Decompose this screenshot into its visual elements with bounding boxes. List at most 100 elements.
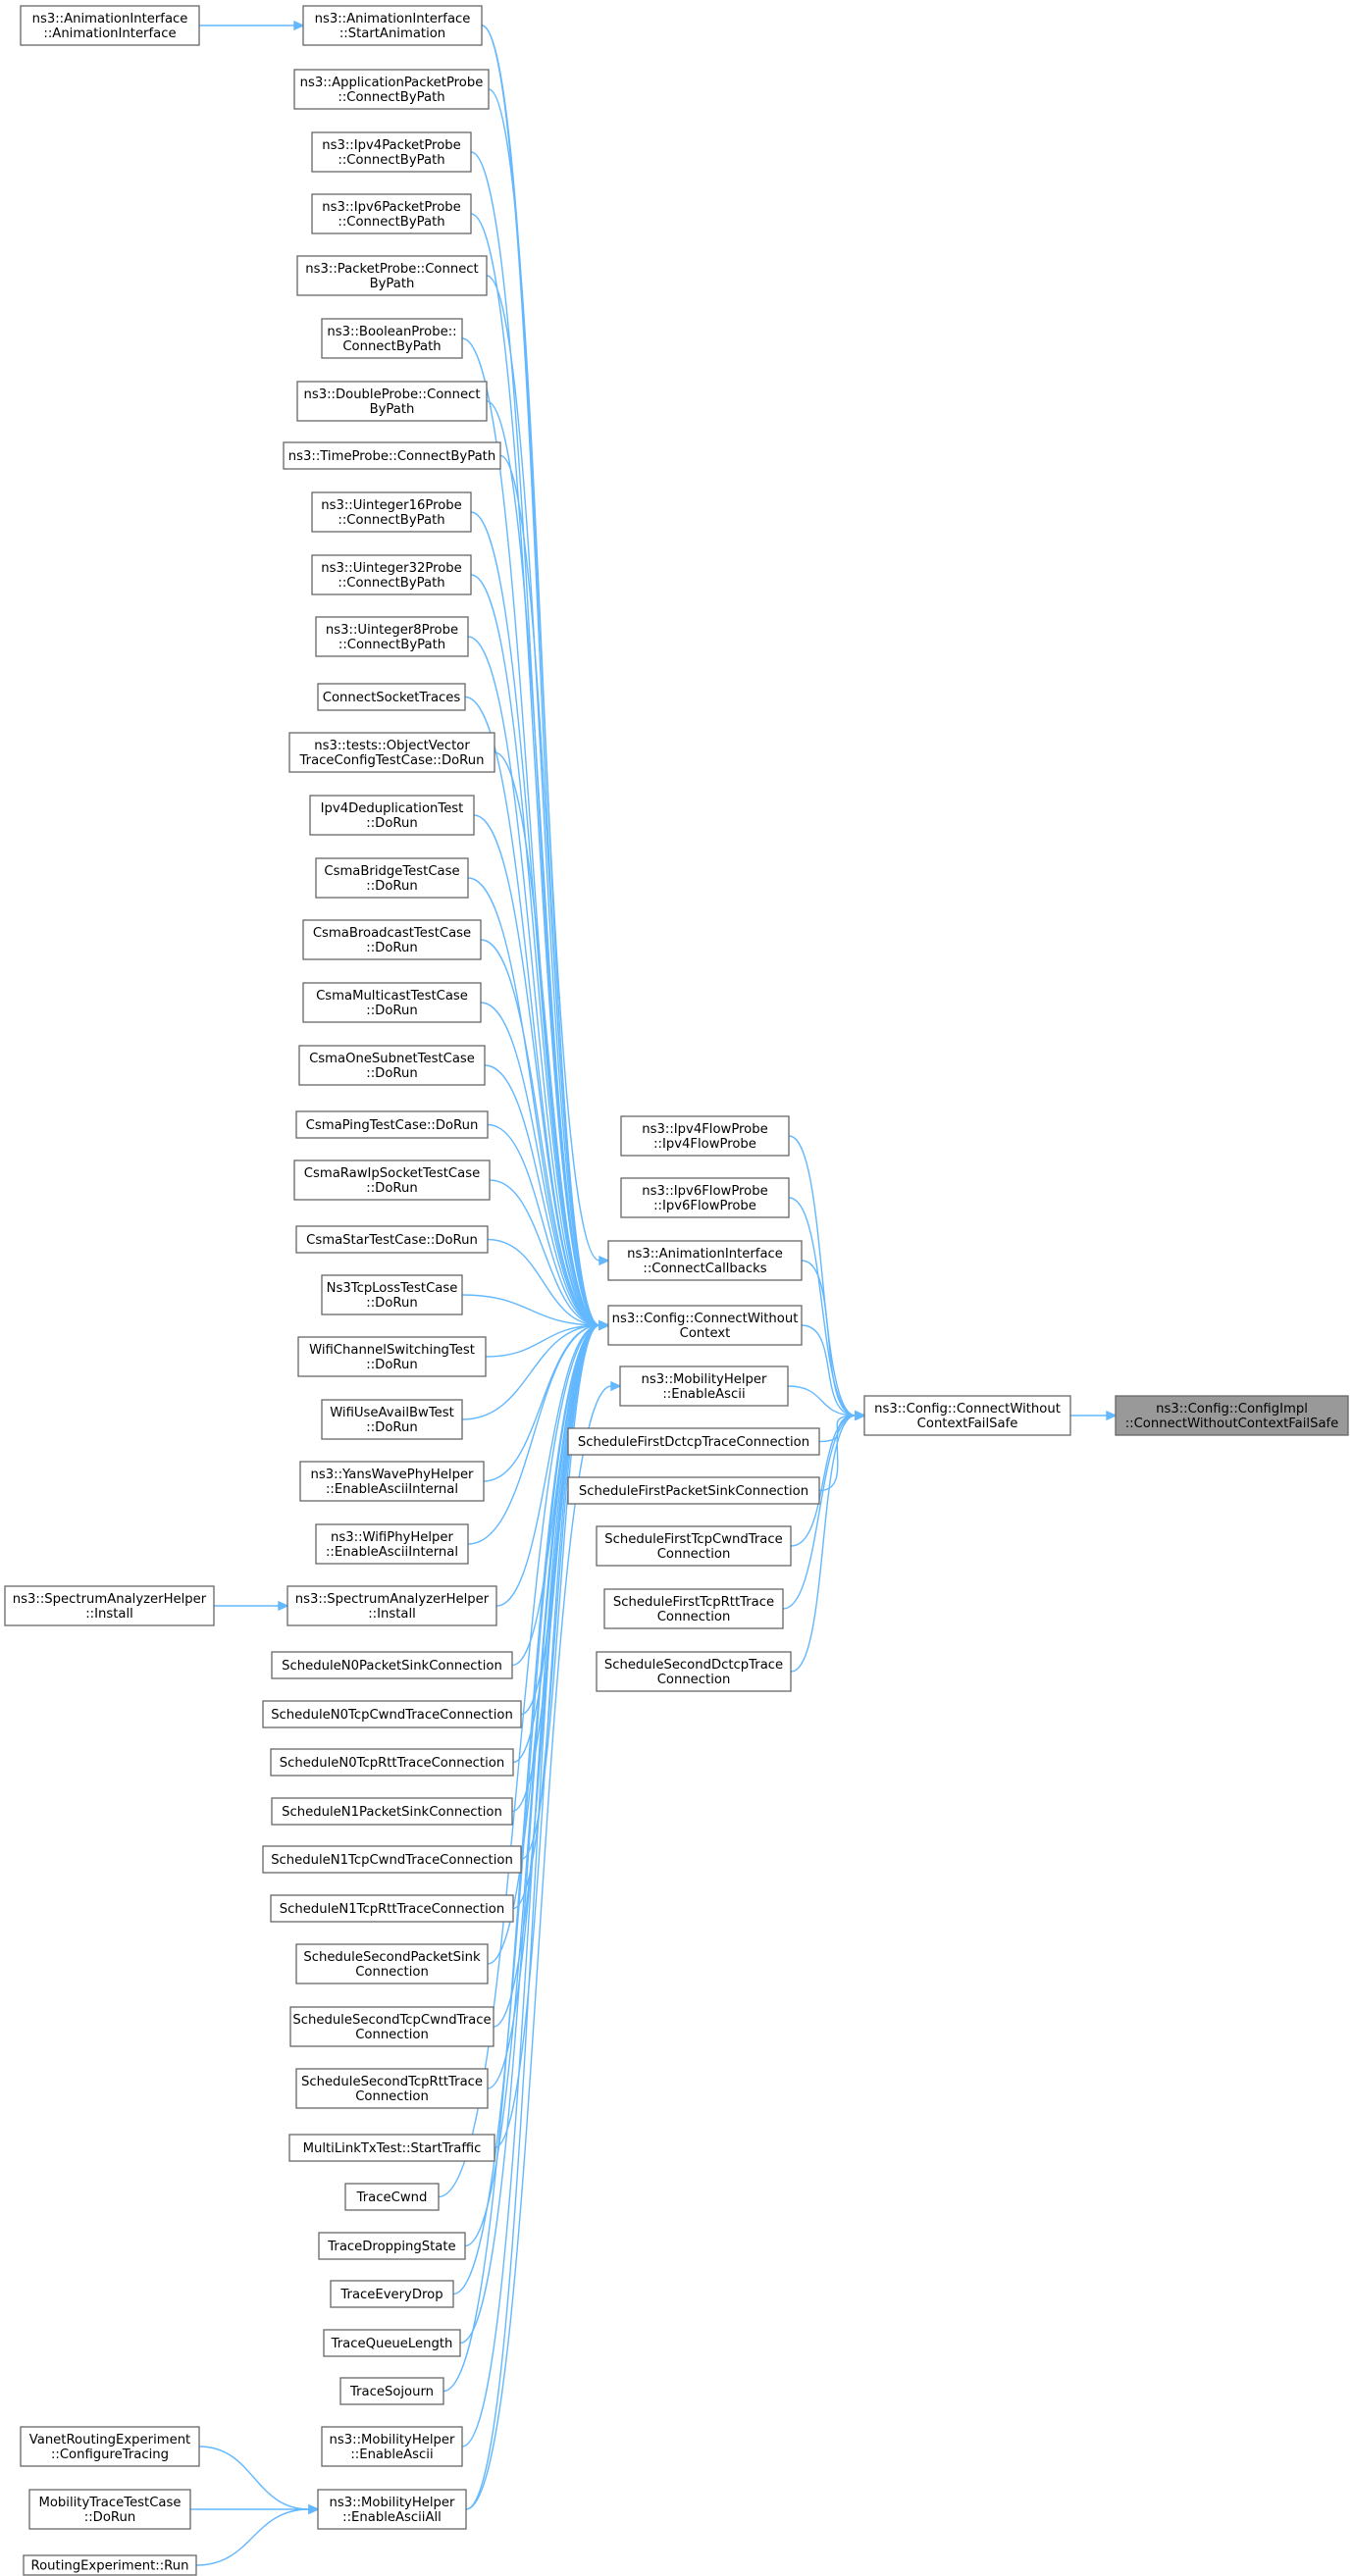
node-wifichan[interactable]: WifiChannelSwitchingTest::DoRun xyxy=(297,1336,487,1377)
node-box xyxy=(321,1274,463,1315)
node-box xyxy=(271,1651,513,1679)
node-label-line: ns3::PacketProbe::Connect xyxy=(305,262,478,277)
node-label-line: ns3::Uinteger32Probe xyxy=(321,561,462,576)
node-label-line: MultiLinkTxTest::StartTraffic xyxy=(303,2141,482,2156)
node-ipv4pp[interactable]: ns3::Ipv4PacketProbe::ConnectByPath xyxy=(311,131,472,173)
node-tracesoj[interactable]: TraceSojourn xyxy=(339,2377,444,2405)
node-sfdctcp[interactable]: ScheduleFirstDctcpTraceConnection xyxy=(567,1427,820,1456)
node-objvec[interactable]: ns3::tests::ObjectVectorTraceConfigTestC… xyxy=(288,732,495,773)
node-box xyxy=(293,69,490,110)
edge-arrowhead xyxy=(855,1410,866,1421)
node-boolprobe[interactable]: ns3::BooleanProbe::ConnectByPath xyxy=(321,318,463,359)
node-box xyxy=(283,441,501,470)
node-u16probe[interactable]: ns3::Uinteger16Probe::ConnectByPath xyxy=(311,491,472,533)
node-ipv4flow[interactable]: ns3::Ipv4FlowProbe::Ipv4FlowProbe xyxy=(620,1115,790,1157)
node-label-line: ScheduleFirstPacketSinkConnection xyxy=(579,1484,808,1499)
node-csmaraw[interactable]: CsmaRawIpSocketTestCase::DoRun xyxy=(293,1159,491,1201)
node-mob-eaall[interactable]: ns3::MobilityHelper::EnableAsciiAll xyxy=(317,2489,467,2530)
node-label-line: ::ConnectByPath xyxy=(338,215,444,230)
node-u8probe[interactable]: ns3::Uinteger8Probe::ConnectByPath xyxy=(315,616,469,657)
node-n0rtt[interactable]: ScheduleN0TcpRttTraceConnection xyxy=(270,1748,514,1777)
node-label-line: CsmaOneSubnetTestCase xyxy=(309,1052,475,1066)
node-box xyxy=(323,2329,461,2357)
edge-line xyxy=(480,939,600,1326)
node-label-line: TraceCwnd xyxy=(356,2190,428,2205)
node-box xyxy=(311,554,472,595)
node-sfpsink[interactable]: ScheduleFirstPacketSinkConnection xyxy=(567,1476,820,1505)
node-csmabridge[interactable]: CsmaBridgeTestCase::DoRun xyxy=(315,857,469,899)
node-box xyxy=(607,1240,803,1281)
node-csmamcast[interactable]: CsmaMulticastTestCase::DoRun xyxy=(302,982,482,1023)
node-anim-sa[interactable]: ns3::AnimationInterface::StartAnimation xyxy=(302,5,483,46)
edge-n_anim_ai-to-n_anim_sa xyxy=(198,20,305,31)
node-label-line: ScheduleSecondPacketSink xyxy=(303,1950,481,1965)
node-anim-ai[interactable]: ns3::AnimationInterface::AnimationInterf… xyxy=(20,5,200,46)
node-u32probe[interactable]: ns3::Uinteger32Probe::ConnectByPath xyxy=(311,554,472,595)
node-timeprobe[interactable]: ns3::TimeProbe::ConnectByPath xyxy=(283,441,501,470)
edge-arrowhead xyxy=(1106,1410,1118,1421)
node-label-line: Connection xyxy=(355,2089,429,2104)
node-csmaping[interactable]: CsmaPingTestCase::DoRun xyxy=(295,1110,489,1139)
node-traceevery[interactable]: TraceEveryDrop xyxy=(330,2280,454,2308)
node-box xyxy=(295,1225,489,1254)
node-label-line: TraceEveryDrop xyxy=(339,2288,442,2302)
node-ipv6flow[interactable]: ns3::Ipv6FlowProbe::Ipv6FlowProbe xyxy=(620,1177,790,1218)
node-box xyxy=(302,5,483,46)
node-cwc[interactable]: ns3::Config::ConnectWithoutContext xyxy=(607,1305,803,1346)
node-label-line: ns3::Config::ConfigImpl xyxy=(1156,1402,1308,1417)
node-spec-left[interactable]: ns3::SpectrumAnalyzerHelper::Install xyxy=(4,1585,215,1626)
node-tracecwnd[interactable]: TraceCwnd xyxy=(344,2183,440,2211)
node-wifiavail[interactable]: WifiUseAvailBwTest::DoRun xyxy=(321,1399,463,1440)
node-target[interactable]: ns3::Config::ConfigImpl::ConnectWithoutC… xyxy=(1115,1395,1349,1436)
node-n1rtt[interactable]: ScheduleN1TcpRttTraceConnection xyxy=(270,1894,514,1923)
node-label-line: CsmaStarTestCase::DoRun xyxy=(306,1233,478,1248)
node-ipv4dedup[interactable]: Ipv4DeduplicationTest::DoRun xyxy=(309,795,475,836)
node-yanswave[interactable]: ns3::YansWavePhyHelper::EnableAsciiInter… xyxy=(299,1461,485,1502)
node-traceqlen[interactable]: TraceQueueLength xyxy=(323,2329,461,2357)
node-ipv6pp[interactable]: ns3::Ipv6PacketProbe::ConnectByPath xyxy=(311,193,472,234)
node-cwcfs[interactable]: ns3::Config::ConnectWithoutContextFailSa… xyxy=(863,1395,1071,1436)
edge-layer xyxy=(190,20,1118,2566)
node-connsock[interactable]: ConnectSocketTraces xyxy=(317,683,466,711)
node-label-line: CsmaPingTestCase::DoRun xyxy=(306,1118,479,1133)
node-csmastar[interactable]: CsmaStarTestCase::DoRun xyxy=(295,1225,489,1254)
node-ns3tcploss[interactable]: Ns3TcpLossTestCase::DoRun xyxy=(321,1274,463,1315)
node-label-line: ::EnableAsciiInternal xyxy=(326,1545,458,1560)
node-csmaone[interactable]: CsmaOneSubnetTestCase::DoRun xyxy=(298,1045,486,1086)
node-spec-mid[interactable]: ns3::SpectrumAnalyzerHelper::Install xyxy=(286,1585,497,1626)
edge-line xyxy=(461,1294,600,1326)
node-n0psink[interactable]: ScheduleN0PacketSinkConnection xyxy=(271,1651,513,1679)
node-tracedrop[interactable]: TraceDroppingState xyxy=(318,2232,466,2260)
node-box xyxy=(288,732,495,773)
node-box xyxy=(297,1336,487,1377)
node-mob-ea-mid[interactable]: ns3::MobilityHelper::EnableAscii xyxy=(619,1365,789,1407)
node-app-probe[interactable]: ns3::ApplicationPacketProbe::ConnectByPa… xyxy=(293,69,490,110)
node-wifiphy[interactable]: ns3::WifiPhyHelper::EnableAsciiInternal xyxy=(315,1523,469,1565)
node-label-line: ScheduleFirstDctcpTraceConnection xyxy=(578,1435,809,1450)
edge-line xyxy=(459,1324,600,2344)
node-multilink[interactable]: MultiLinkTxTest::StartTraffic xyxy=(288,2134,495,2162)
node-vanet[interactable]: VanetRoutingExperiment::ConfigureTracing xyxy=(20,2426,200,2467)
node-pktprobe[interactable]: ns3::PacketProbe::ConnectByPath xyxy=(296,255,488,296)
node-label-line: ::DoRun xyxy=(84,2510,135,2525)
node-label-line: ConnectSocketTraces xyxy=(323,691,461,705)
node-n0cwnd[interactable]: ScheduleN0TcpCwndTraceConnection xyxy=(262,1700,522,1728)
node-routing[interactable]: RoutingExperiment::Run xyxy=(23,2554,197,2576)
node-box xyxy=(344,2183,440,2211)
edge-line xyxy=(467,636,600,1326)
node-n1cwnd[interactable]: ScheduleN1TcpCwndTraceConnection xyxy=(262,1845,522,1874)
node-n1psink[interactable]: ScheduleN1PacketSinkConnection xyxy=(271,1797,513,1826)
node-anim-cc[interactable]: ns3::AnimationInterface::ConnectCallback… xyxy=(607,1240,803,1281)
node-dblprobe[interactable]: ns3::DoubleProbe::ConnectByPath xyxy=(296,381,488,422)
node-box xyxy=(317,683,466,711)
node-csmabcast[interactable]: CsmaBroadcastTestCase::DoRun xyxy=(302,919,482,960)
node-mob-ea-left[interactable]: ns3::MobilityHelper::EnableAscii xyxy=(321,2426,463,2467)
node-mobtrace[interactable]: MobilityTraceTestCase::DoRun xyxy=(28,2489,191,2530)
